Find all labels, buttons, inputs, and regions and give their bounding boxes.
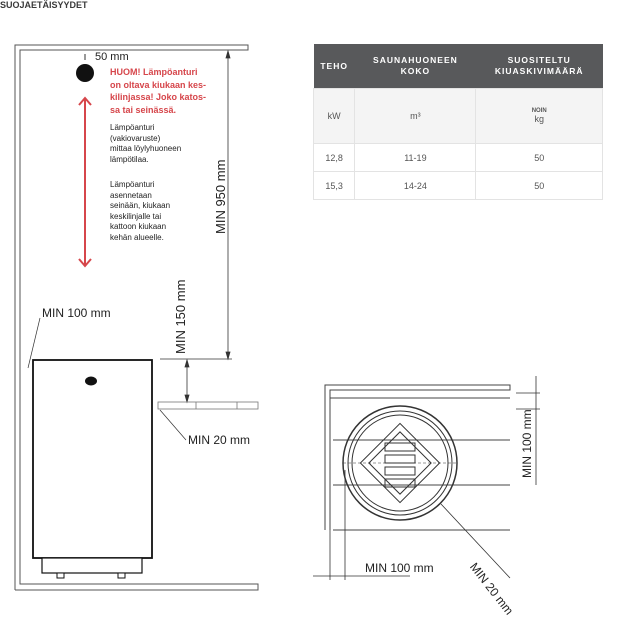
note-line: mittaa löylyhuoneen [110,144,182,153]
warning-line: kilinjassa! Joko katos- [110,92,207,102]
min-20-shelf-label: MIN 20 mm [188,433,251,447]
temperature-sensor-icon [76,64,94,82]
note-line: kattoon kiukaan [110,222,167,231]
heater-top-view [342,405,458,521]
shelf [157,401,259,410]
table-row: 12,8 11-19 50 [312,143,603,172]
sensor-warning: HUOM! Lämpöanturi on oltava kiukaan kes-… [110,66,225,116]
cell-power: 12,8 [312,143,356,172]
cell-room: 14-24 [354,171,477,200]
min-100-side-label: MIN 100 mm [42,306,111,320]
warning-line: on oltava kiukaan kes- [110,79,207,90]
heater-knob-icon [85,376,97,386]
sensor-note-1: Lämpöanturi (vakiovaruste) mittaa löylyh… [110,123,220,165]
section-title: SUOJAETÄISYYDET [0,0,88,10]
note-line: (vakiovaruste) [110,133,161,143]
cell-room: 11-19 [354,143,477,172]
top-view-walls [324,384,511,531]
top-min-100-side-label: MIN 100 mm [520,409,534,478]
top-distance-label: 50 mm [95,51,129,63]
warning-line: HUOM! Lämpöanturi [110,67,198,77]
cell-stones: 50 [475,143,603,172]
note-line: Lämpöanturi [110,180,155,189]
top-dimensions [313,376,540,580]
unit-m3: m³ [354,88,477,144]
sensor-note-2: Lämpöanturi asennetaan seinään, kiukaan … [110,180,220,243]
warning-line: sa tai seinässä. [110,104,177,115]
top-min-100-bottom-label: MIN 100 mm [365,561,434,575]
note-line: asennetaan [110,190,152,200]
note-line: kehän alueelle. [110,232,164,242]
min-150-label: MIN 150 mm [173,279,188,354]
dimension-950 [160,49,232,361]
min-950-label: MIN 950 mm [213,159,228,234]
side-view-walls [14,44,259,591]
note-line: Lämpöanturi [110,123,155,132]
cell-stones: 50 [475,171,603,200]
heater-side [32,359,153,579]
cell-power: 15,3 [312,171,356,200]
unit-kw: kW [312,88,356,144]
note-line: keskilinjalle tai [110,211,162,221]
note-line: seinään, kiukaan [110,201,171,210]
note-line: lämpötilaa. [110,154,149,164]
sensor-range-arrow [78,96,92,268]
dimension-150 [184,358,190,404]
header-teho: TEHO [313,44,355,89]
table-row: 15,3 14-24 50 [312,171,603,200]
